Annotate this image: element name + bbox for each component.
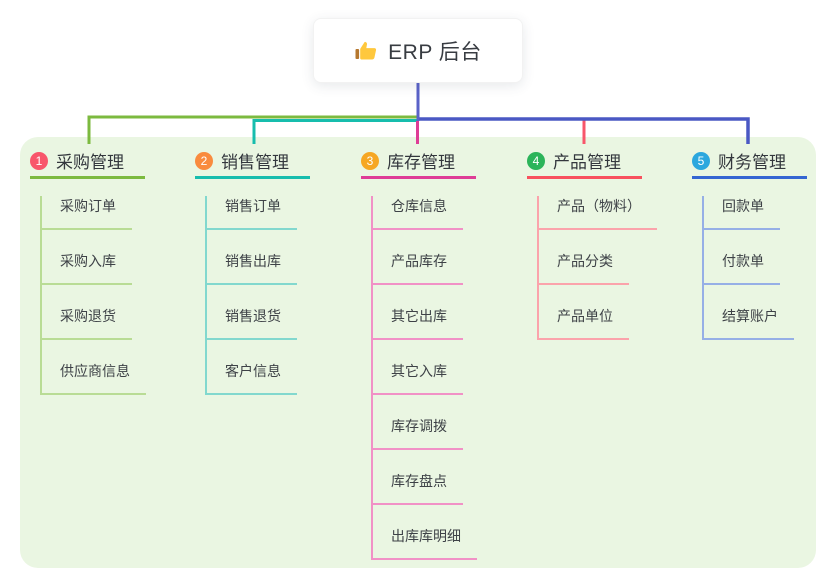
node-sales-order[interactable]: 销售订单 [207, 196, 297, 230]
branch-inventory-children: 仓库信息 产品库存 其它出库 其它入库 库存调拨 库存盘点 出库库明细 [371, 196, 477, 560]
branch-title-label: 库存管理 [387, 153, 455, 172]
branch-finance-children: 回款单 付款单 结算账户 [702, 196, 807, 340]
branch-purchase: 1 采购管理 采购订单 采购入库 采购退货 供应商信息 [30, 145, 146, 395]
node-other-inbound[interactable]: 其它入库 [373, 361, 463, 395]
branch-inventory: 3 库存管理 仓库信息 产品库存 其它出库 其它入库 库存调拨 库存盘点 出库库… [361, 145, 477, 560]
branch-number-badge: 2 [195, 151, 213, 170]
node-settlement-account[interactable]: 结算账户 [704, 306, 794, 340]
node-stock-check[interactable]: 库存盘点 [373, 471, 463, 505]
branch-inventory-title[interactable]: 3 库存管理 [361, 145, 476, 179]
node-sales-outbound[interactable]: 销售出库 [207, 251, 297, 285]
branch-number-badge: 5 [692, 151, 710, 170]
branch-product-title[interactable]: 4 产品管理 [527, 145, 642, 179]
node-product-material[interactable]: 产品（物料） [539, 196, 657, 230]
node-warehouse-info[interactable]: 仓库信息 [373, 196, 463, 230]
node-product-category[interactable]: 产品分类 [539, 251, 629, 285]
branch-purchase-title[interactable]: 1 采购管理 [30, 145, 145, 179]
branch-title-label: 财务管理 [718, 153, 786, 172]
branch-number-badge: 1 [30, 151, 48, 170]
node-stock-transfer[interactable]: 库存调拨 [373, 416, 463, 450]
node-receipt-doc[interactable]: 回款单 [704, 196, 780, 230]
branch-number-badge: 4 [527, 151, 545, 170]
branches-panel [20, 137, 816, 568]
branch-title-label: 销售管理 [221, 153, 289, 172]
node-payment-doc[interactable]: 付款单 [704, 251, 780, 285]
node-outbound-detail[interactable]: 出库库明细 [373, 526, 477, 560]
node-supplier-info[interactable]: 供应商信息 [42, 361, 146, 395]
branch-purchase-children: 采购订单 采购入库 采购退货 供应商信息 [40, 196, 146, 395]
node-purchase-order[interactable]: 采购订单 [42, 196, 132, 230]
branch-sales-children: 销售订单 销售出库 销售退货 客户信息 [205, 196, 310, 395]
thumbs-up-icon [354, 39, 378, 63]
branch-title-label: 产品管理 [553, 153, 621, 172]
branch-finance: 5 财务管理 回款单 付款单 结算账户 [692, 145, 807, 340]
branch-title-label: 采购管理 [56, 153, 124, 172]
root-node[interactable]: ERP 后台 [313, 18, 523, 83]
branch-sales: 2 销售管理 销售订单 销售出库 销售退货 客户信息 [195, 145, 310, 395]
branch-finance-title[interactable]: 5 财务管理 [692, 145, 807, 179]
branch-product-children: 产品（物料） 产品分类 产品单位 [537, 196, 657, 340]
branch-number-badge: 3 [361, 151, 379, 170]
branch-product: 4 产品管理 产品（物料） 产品分类 产品单位 [527, 145, 657, 340]
node-other-outbound[interactable]: 其它出库 [373, 306, 463, 340]
node-purchase-inbound[interactable]: 采购入库 [42, 251, 132, 285]
branch-sales-title[interactable]: 2 销售管理 [195, 145, 310, 179]
node-sales-return[interactable]: 销售退货 [207, 306, 297, 340]
node-purchase-return[interactable]: 采购退货 [42, 306, 132, 340]
node-customer-info[interactable]: 客户信息 [207, 361, 297, 395]
node-product-unit[interactable]: 产品单位 [539, 306, 629, 340]
root-node-label: ERP 后台 [388, 40, 482, 64]
node-product-stock[interactable]: 产品库存 [373, 251, 463, 285]
